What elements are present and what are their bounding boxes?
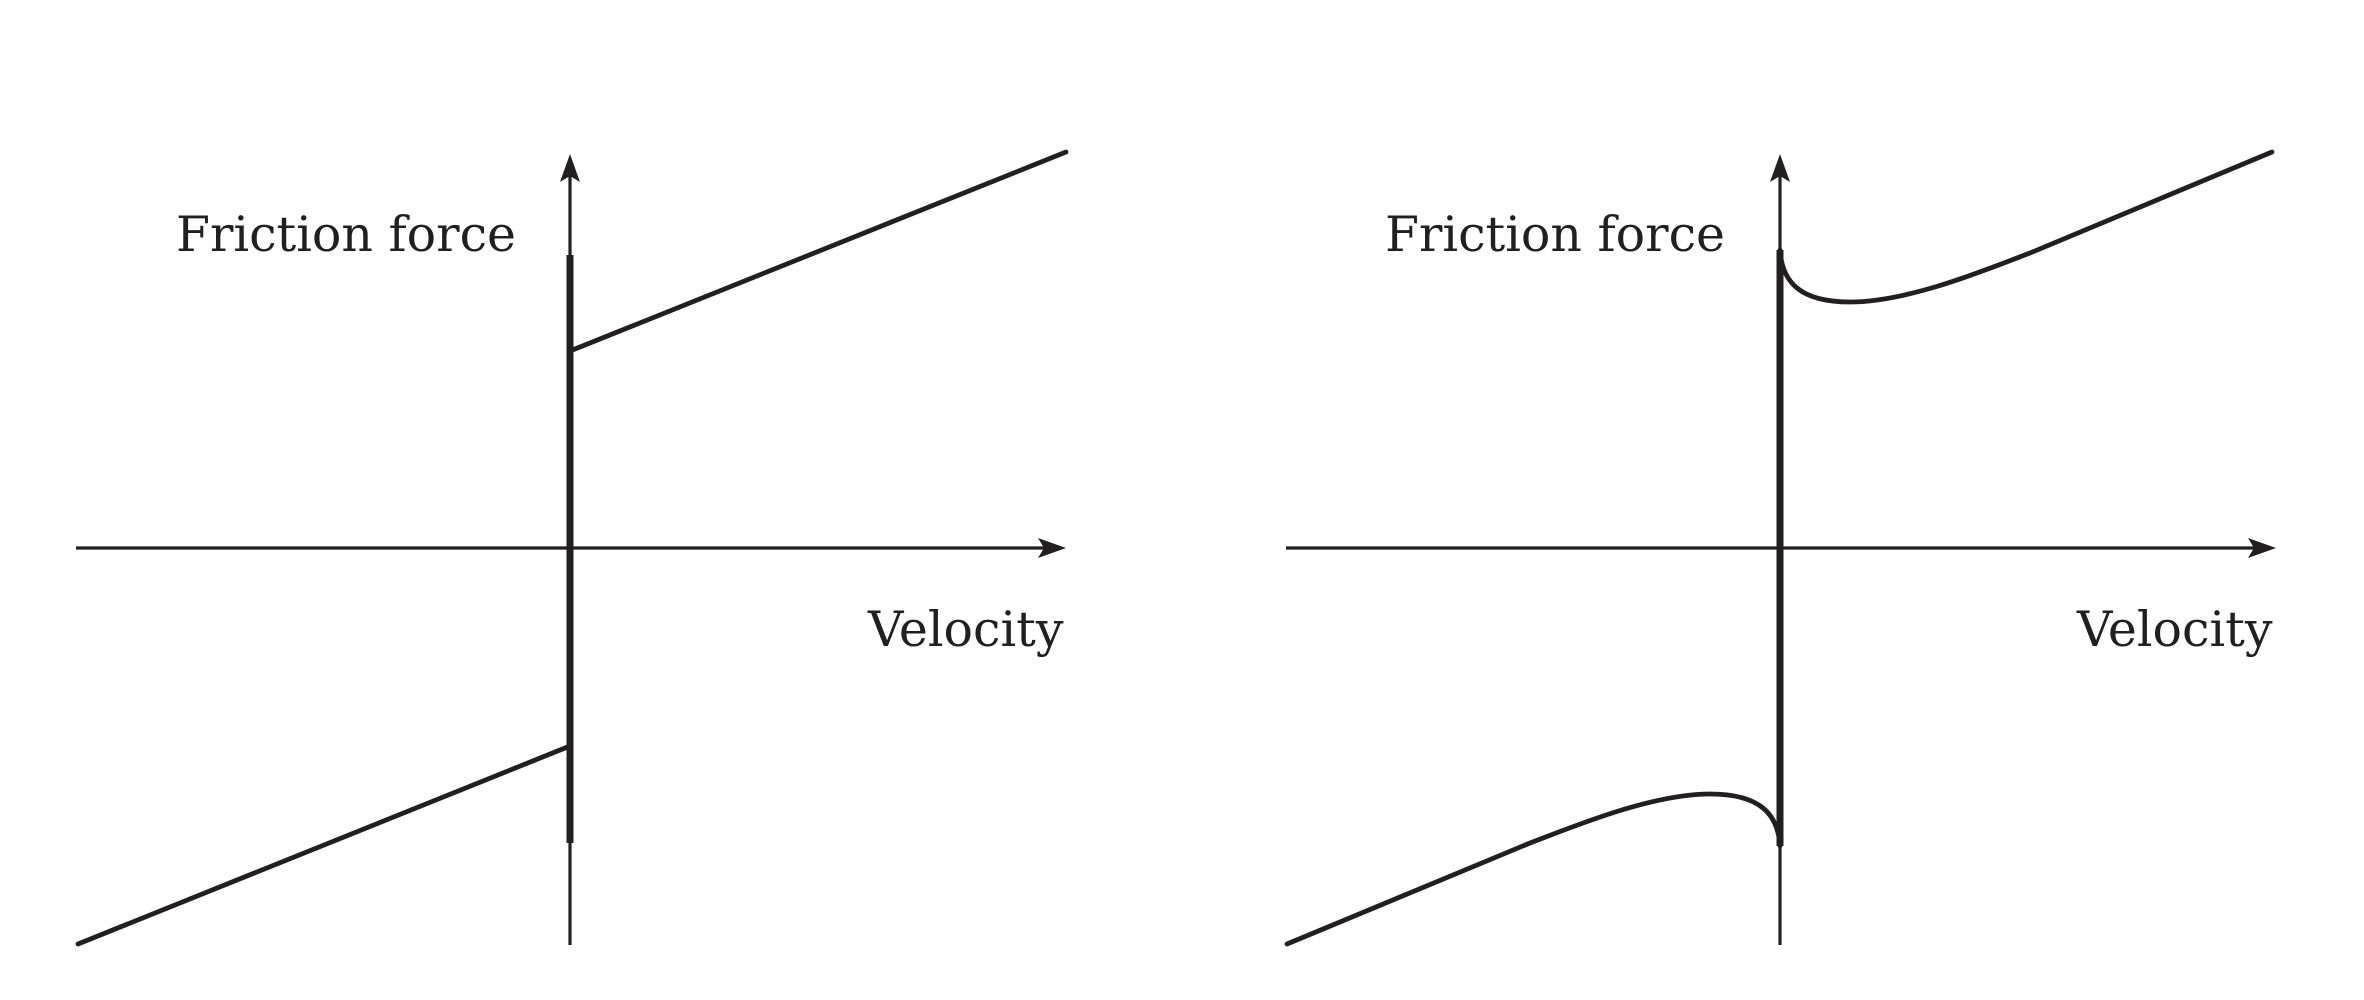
left-xlabel: Velocity <box>867 601 1064 658</box>
right-velocity-axis-arrow-icon <box>2248 538 2276 558</box>
right-panel: Friction force Velocity <box>1284 149 2276 947</box>
left-ylabel: Friction force <box>176 206 516 263</box>
left-force-axis-arrow-icon <box>560 154 580 182</box>
right-friction-curve-negative <box>1284 791 1783 947</box>
right-xlabel: Velocity <box>2076 601 2273 658</box>
left-friction-curve-negative <box>75 743 573 947</box>
left-velocity-axis-arrow-icon <box>1038 538 1066 558</box>
left-friction-curve-positive <box>567 149 1069 354</box>
left-panel: Friction force Velocity <box>75 149 1069 947</box>
right-friction-curve-positive <box>1777 149 2275 305</box>
right-ylabel: Friction force <box>1385 206 1725 263</box>
right-force-axis-arrow-icon <box>1770 154 1790 182</box>
